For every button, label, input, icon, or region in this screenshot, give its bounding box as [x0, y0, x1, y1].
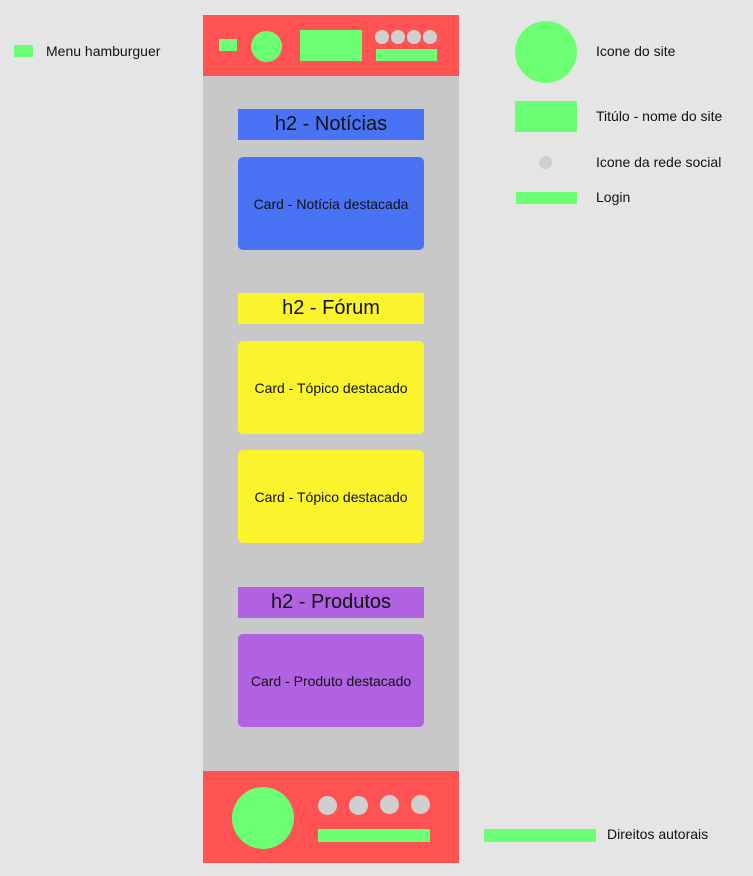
- forum-card[interactable]: Card - Tópico destacado: [238, 341, 424, 434]
- news-heading: h2 - Notícias: [238, 109, 424, 140]
- site-footer: [203, 771, 459, 863]
- site-header: [203, 15, 459, 76]
- footer-copyright-bar: [318, 829, 430, 842]
- site-title-block[interactable]: [300, 30, 362, 61]
- legend-title-swatch: [515, 101, 577, 132]
- footer-social-icon[interactable]: [411, 795, 430, 814]
- legend-hamburger-swatch: [14, 45, 33, 57]
- legend-login-label: Login: [596, 189, 631, 205]
- site-logo-icon[interactable]: [251, 31, 282, 62]
- legend-hamburger-label: Menu hamburguer: [46, 43, 161, 59]
- social-icon[interactable]: [391, 30, 405, 44]
- footer-social-icon[interactable]: [349, 796, 368, 815]
- footer-logo-icon[interactable]: [232, 787, 294, 849]
- social-icon[interactable]: [375, 30, 389, 44]
- phone-wireframe: h2 - Notícias Card - Notícia destacada h…: [203, 15, 459, 863]
- legend-login-swatch: [516, 192, 577, 204]
- login-bar[interactable]: [376, 49, 437, 61]
- legend-title-label: Titúlo - nome do site: [596, 108, 723, 124]
- social-icon[interactable]: [407, 30, 421, 44]
- legend-site-icon-label: Icone do site: [596, 43, 676, 59]
- news-card[interactable]: Card - Notícia destacada: [238, 157, 424, 250]
- forum-heading: h2 - Fórum: [238, 293, 424, 324]
- legend-copyright-swatch: [484, 829, 596, 842]
- hamburger-menu-icon[interactable]: [219, 39, 237, 51]
- legend-copyright-label: Direitos autorais: [607, 826, 709, 842]
- legend-site-icon-swatch: [515, 21, 577, 83]
- footer-social-icon[interactable]: [318, 796, 337, 815]
- legend-social-icon-swatch: [539, 156, 552, 169]
- forum-card[interactable]: Card - Tópico destacado: [238, 450, 424, 543]
- products-card[interactable]: Card - Produto destacado: [238, 634, 424, 727]
- social-icon[interactable]: [423, 30, 437, 44]
- footer-social-icon[interactable]: [380, 795, 399, 814]
- legend-social-icon-label: Icone da rede social: [596, 154, 722, 170]
- products-heading: h2 - Produtos: [238, 587, 424, 618]
